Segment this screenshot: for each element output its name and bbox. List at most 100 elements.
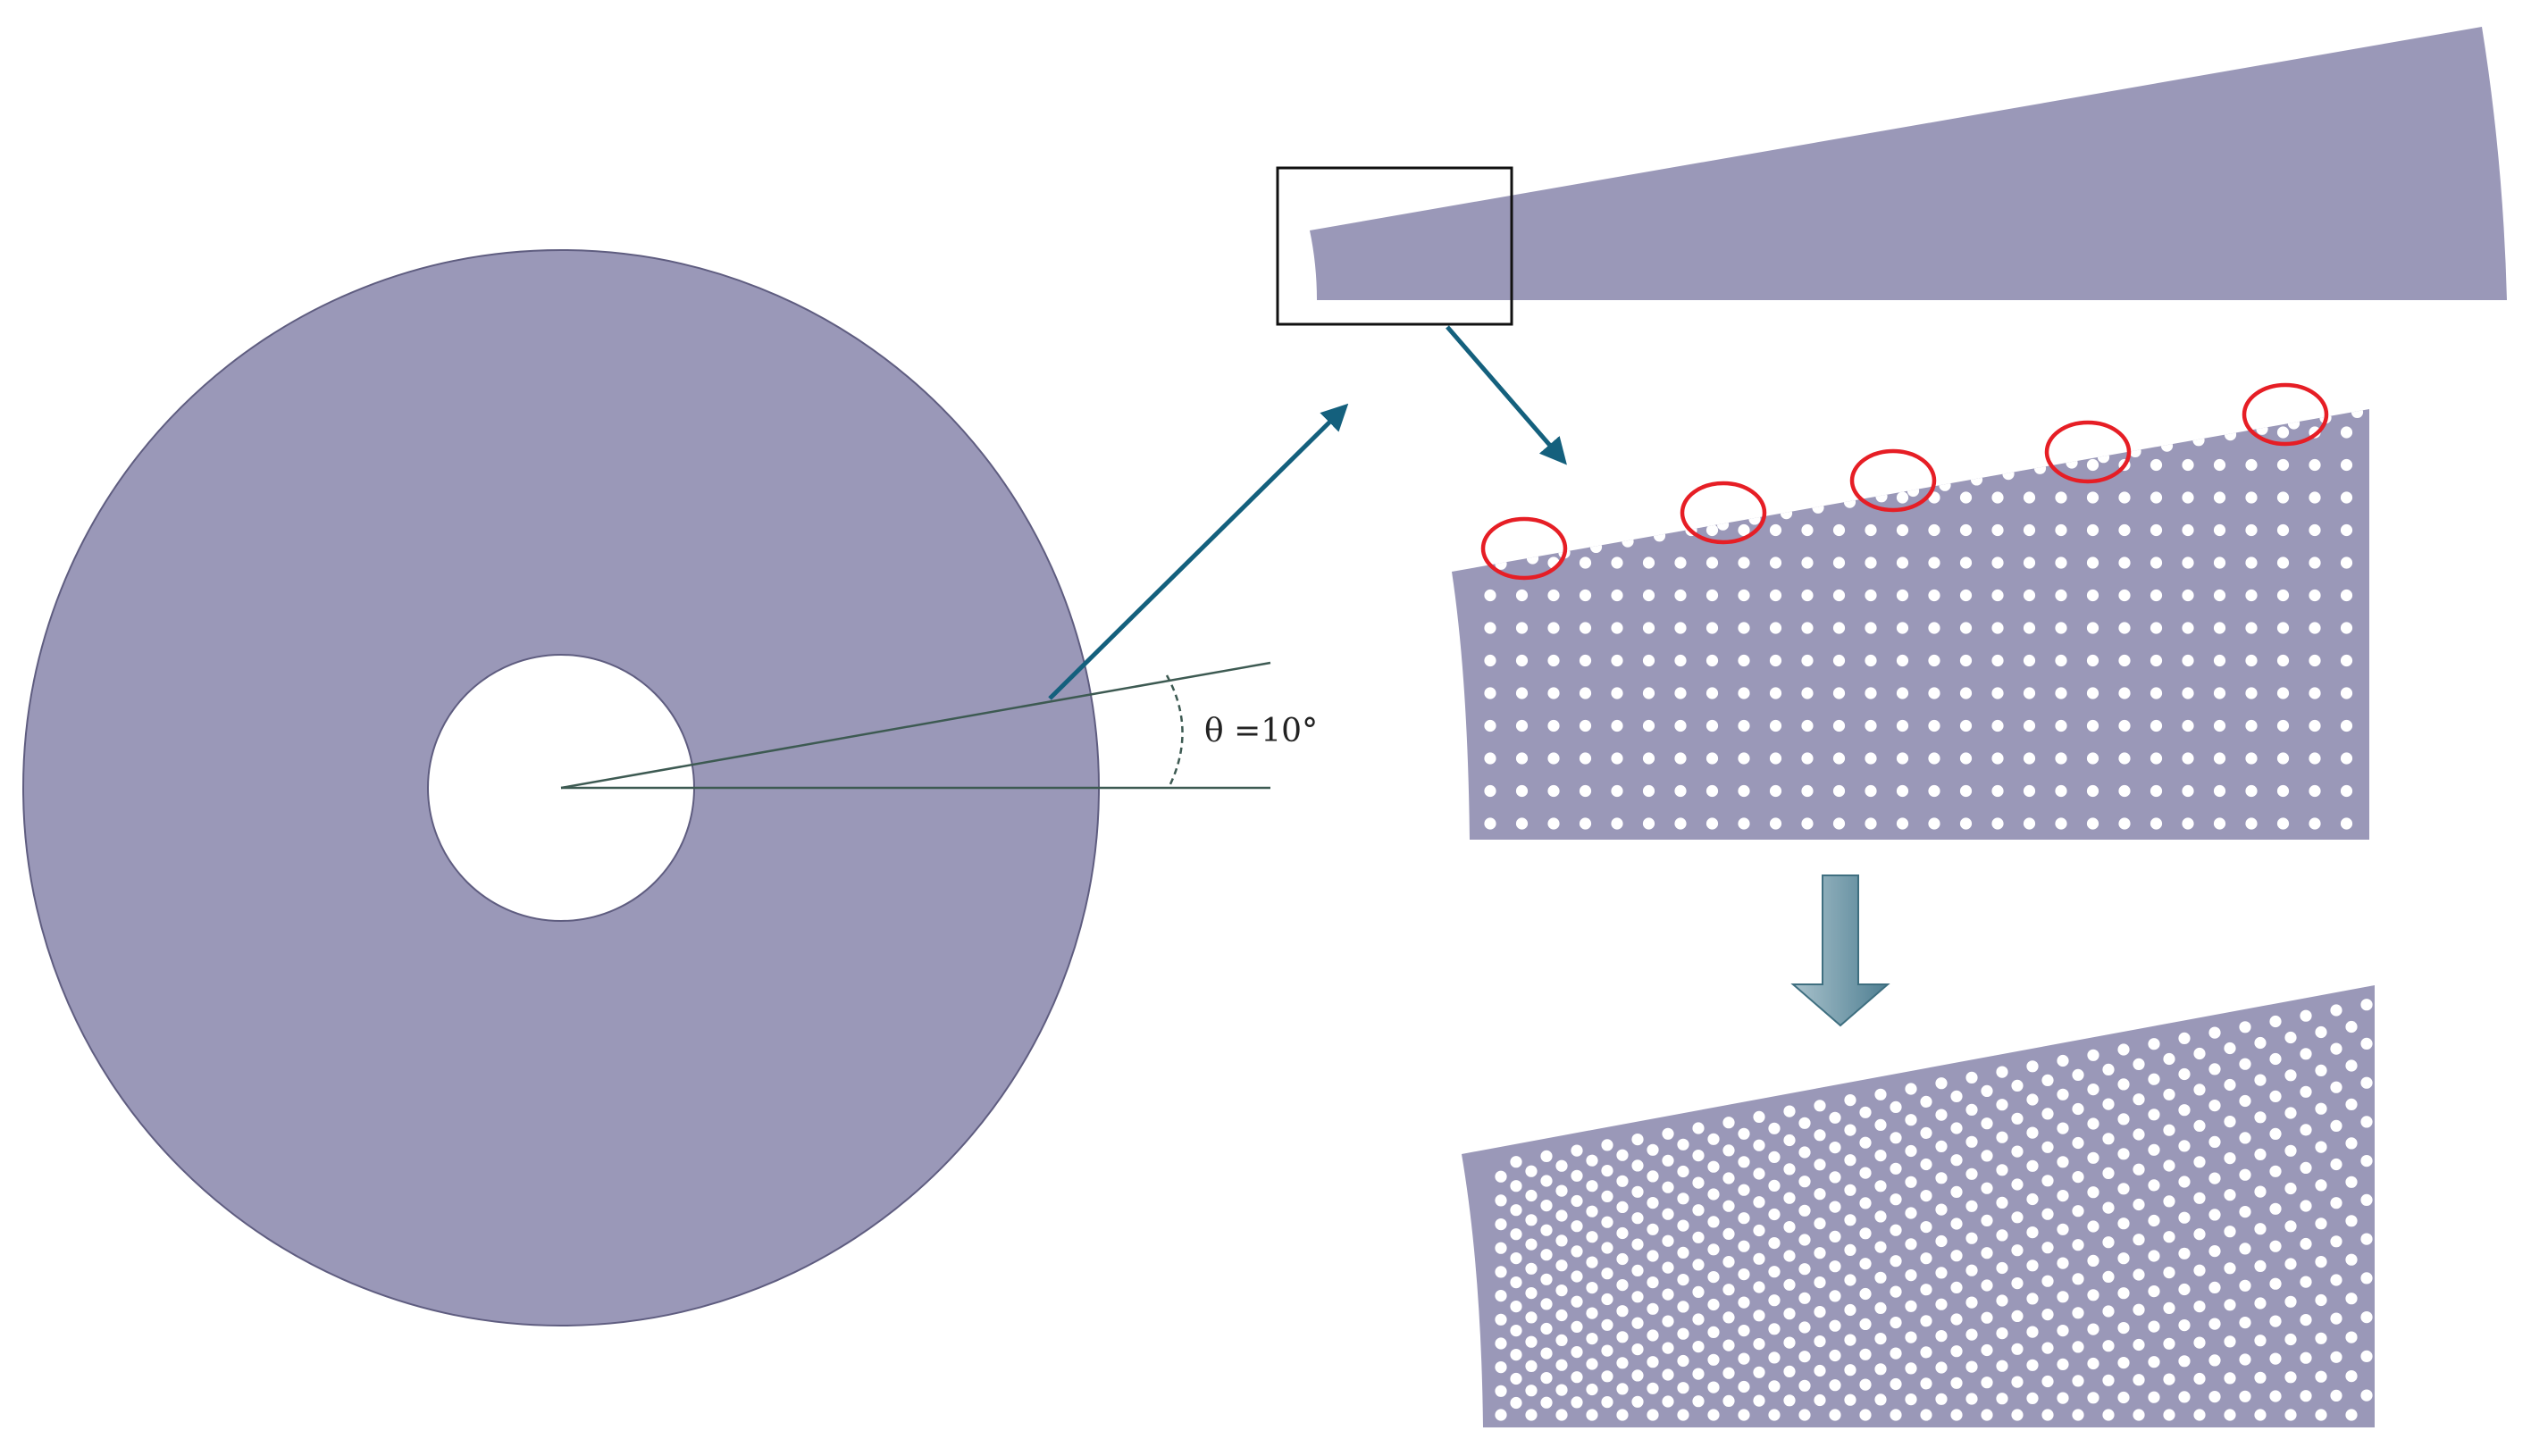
pore [2269,1090,2282,1102]
pore [1769,523,1782,537]
edge-pore [1748,513,1761,525]
pore [1844,1243,1856,1256]
pore [1642,556,1655,569]
pore [1950,1281,1963,1293]
pore [2213,523,2226,537]
pore [2284,1333,2297,1346]
edge-pore [2066,456,2078,469]
pore [2193,1119,2206,1132]
pore [1905,1114,1917,1126]
pore [2254,1409,2267,1421]
pore [1677,1301,1689,1313]
pore [2026,1359,2039,1371]
pore [2023,784,2036,798]
pore [1928,622,1940,634]
pore [1801,687,1814,699]
pore [2284,1220,2297,1233]
pore [1616,1331,1629,1343]
pore [1801,752,1814,765]
pore [2276,687,2290,699]
pore [1829,1319,1841,1332]
pore [1525,1165,1538,1177]
pore [2072,1409,2084,1421]
pore [1844,1184,1856,1196]
pore [2026,1392,2039,1404]
pore [1981,1311,1993,1324]
pore [2254,1259,2267,1272]
pore [2245,523,2258,537]
edge-pore [1622,535,1634,548]
pore [2254,1223,2267,1235]
pore [1484,752,1496,765]
pore [1965,1328,1978,1341]
pore [1647,1197,1659,1209]
pore [2102,1374,2115,1386]
pore [1783,1250,1796,1262]
pore [2213,687,2226,699]
pore [2276,426,2290,439]
pore [2340,817,2353,830]
pore [2360,1116,2373,1128]
pore [2330,1274,2342,1286]
pore [1722,1284,1735,1296]
pore [2086,556,2099,569]
pore [1844,1364,1856,1377]
pore [2284,1409,2297,1421]
pore [2224,1226,2236,1238]
pore [2041,1409,2054,1421]
pore [2360,1076,2373,1089]
pore [1662,1288,1674,1301]
pore [1677,1219,1689,1232]
pore [2224,1262,2236,1275]
pore [1950,1250,1963,1262]
pore [1547,687,1560,699]
pore [1920,1095,1932,1108]
pore [2300,1009,2312,1022]
pore [1674,687,1687,699]
pore [2330,1158,2342,1171]
pore [1642,654,1655,667]
pore [1611,784,1623,798]
pore [1642,817,1655,830]
pore [1525,1189,1538,1202]
pore [2163,1159,2175,1172]
pore [2309,687,2321,699]
pore [1859,1258,1872,1270]
pore [2340,426,2353,439]
pore [1647,1356,1659,1368]
pore [2163,1231,2175,1243]
pore [1935,1109,1948,1121]
pore [1631,1238,1644,1251]
pore [2148,1391,2160,1403]
edge-pore [1939,479,1951,491]
pore [1579,784,1592,798]
pore [1495,1218,1507,1231]
pore [1515,719,1529,732]
pore [1991,719,2004,732]
pore [2213,491,2226,504]
pore [2269,1127,2282,1140]
pore [1890,1132,1902,1144]
pore [1959,784,1973,798]
pore [1540,1249,1553,1261]
pore [1571,1396,1583,1409]
pore [2102,1201,2115,1214]
pore [1996,1360,2008,1372]
pore [2213,654,2226,667]
pore [1753,1139,1765,1151]
pore [2102,1409,2115,1421]
pore [2023,589,2036,602]
pore [2245,491,2258,504]
pore [1484,654,1496,667]
pore [1579,752,1592,765]
pore [1674,589,1687,602]
zoom-box [1276,166,1513,326]
pore [1890,1100,1902,1113]
pore [1540,1200,1553,1212]
pore [1642,719,1655,732]
pore [1890,1347,1902,1360]
pore [1662,1368,1674,1381]
pore [2011,1178,2024,1191]
pore [1829,1111,1841,1124]
